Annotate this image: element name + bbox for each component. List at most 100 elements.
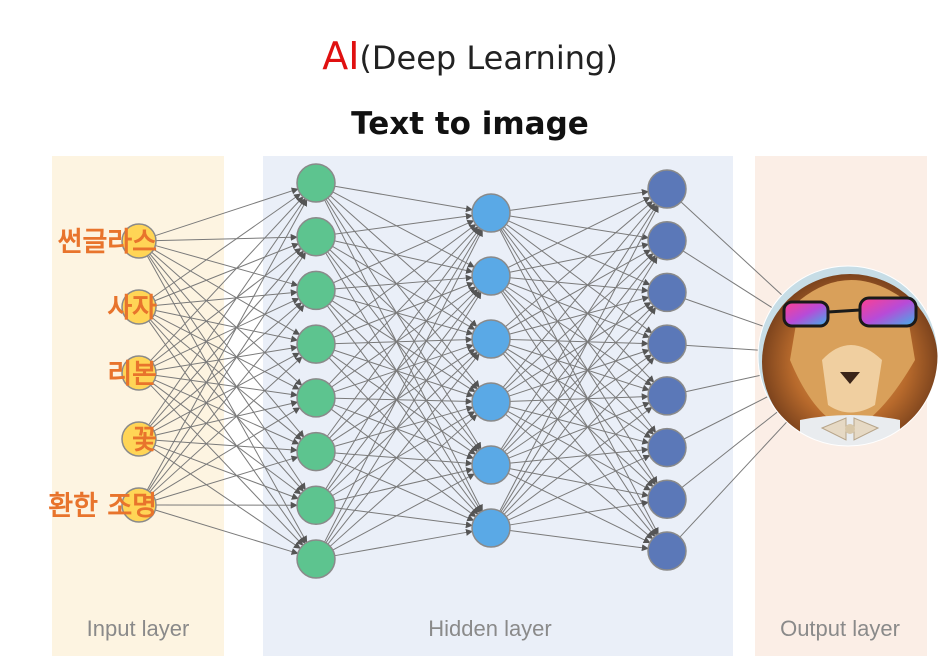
connection-edge: [148, 320, 306, 545]
connection-edge: [324, 199, 483, 512]
connection-edge: [334, 240, 474, 274]
input-word: 리본: [107, 359, 157, 390]
output-edge: [685, 374, 761, 393]
output-lion-image: [757, 265, 939, 447]
connection-edge: [334, 212, 473, 235]
connection-edge: [334, 467, 474, 502]
hidden3-node: [647, 272, 687, 313]
connection-edge: [152, 247, 302, 364]
hidden2-node: [471, 508, 511, 548]
connection-edge: [334, 405, 474, 447]
connection-edge: [502, 203, 656, 388]
output-layer-label: Output layer: [780, 616, 900, 641]
connection-edge: [500, 228, 658, 484]
input-word: 사자: [107, 293, 157, 324]
connection-edge: [505, 406, 653, 517]
connection-edge: [334, 528, 473, 557]
connection-edge: [151, 251, 303, 386]
hidden1-node: [296, 270, 336, 311]
connection-edge: [151, 302, 302, 429]
connection-edge: [509, 242, 650, 273]
connection-edge: [334, 336, 473, 345]
connection-edge: [327, 290, 480, 491]
connection-edge: [507, 249, 652, 331]
hidden3-node: [647, 220, 687, 261]
connection-edge: [153, 352, 300, 432]
connection-edge: [155, 233, 298, 242]
connection-edge: [153, 314, 300, 390]
connection-edge: [152, 448, 301, 549]
output-edge: [681, 411, 778, 488]
connection-edge: [509, 215, 649, 241]
connection-edge: [501, 307, 657, 514]
connection-edge: [329, 351, 478, 493]
hidden2-node: [471, 382, 511, 422]
connection-edge: [154, 187, 299, 237]
connection-edge: [153, 407, 301, 497]
connection-edge: [334, 507, 473, 529]
connection-edge: [504, 305, 654, 453]
connection-edge: [333, 404, 474, 460]
connection-edge: [500, 256, 658, 513]
connection-edge: [155, 439, 298, 454]
input-node: [121, 223, 157, 259]
output-edge: [680, 201, 783, 296]
connection-edge: [155, 344, 298, 371]
connection-edge: [507, 410, 651, 491]
connection-edge: [504, 351, 654, 487]
connection-edge: [150, 196, 304, 361]
connection-edge: [151, 317, 302, 440]
connection-edge: [334, 452, 473, 467]
output-edge: [682, 250, 773, 309]
connection-edge: [509, 277, 649, 294]
connection-edge: [326, 305, 481, 514]
hidden2-node: [471, 256, 511, 296]
diagram-title: AI(Deep Learning): [0, 34, 940, 78]
connection-edge: [502, 227, 657, 433]
connection-edge: [150, 384, 304, 546]
hidden1-node: [296, 378, 336, 418]
connection-edge: [508, 220, 651, 286]
input-word: 썬글라스: [58, 227, 157, 258]
connection-edge: [327, 353, 480, 545]
output-edge: [679, 421, 788, 538]
connection-edge: [505, 200, 654, 328]
input-node: [121, 487, 157, 523]
hidden2-node: [471, 193, 511, 233]
connection-edge: [154, 379, 300, 445]
connection-edge: [155, 455, 299, 501]
connection-edge: [154, 242, 299, 302]
output-edge: [684, 298, 764, 327]
connection-edge: [506, 348, 652, 439]
connection-edge: [325, 228, 482, 490]
connection-edge: [509, 468, 650, 498]
connection-edge: [509, 295, 650, 335]
connection-edge: [509, 529, 649, 552]
output-edge: [685, 344, 759, 351]
output-edge: [683, 396, 768, 440]
connection-edge: [151, 356, 303, 494]
hidden2-node: [471, 445, 511, 485]
input-node: [121, 421, 157, 457]
connection-edge: [148, 198, 306, 426]
connection-edge: [330, 408, 477, 518]
connection-edge: [147, 251, 306, 492]
connection-edge: [327, 251, 480, 451]
connection-edge: [329, 303, 479, 453]
hidden-layer-label: Hidden layer: [428, 616, 552, 641]
hidden1-node: [296, 163, 336, 203]
connection-edge: [152, 382, 302, 495]
hidden3-node: [647, 427, 687, 468]
connection-edge: [332, 191, 475, 268]
connection-edge: [508, 282, 650, 339]
connection-edge: [506, 286, 652, 386]
connection-edge: [332, 411, 476, 497]
connection-edge: [154, 297, 300, 367]
connection-edge: [155, 310, 299, 343]
hidden3-node: [647, 531, 687, 571]
input-node: [121, 355, 157, 391]
connection-edge: [500, 204, 658, 450]
connection-edge: [500, 291, 658, 536]
